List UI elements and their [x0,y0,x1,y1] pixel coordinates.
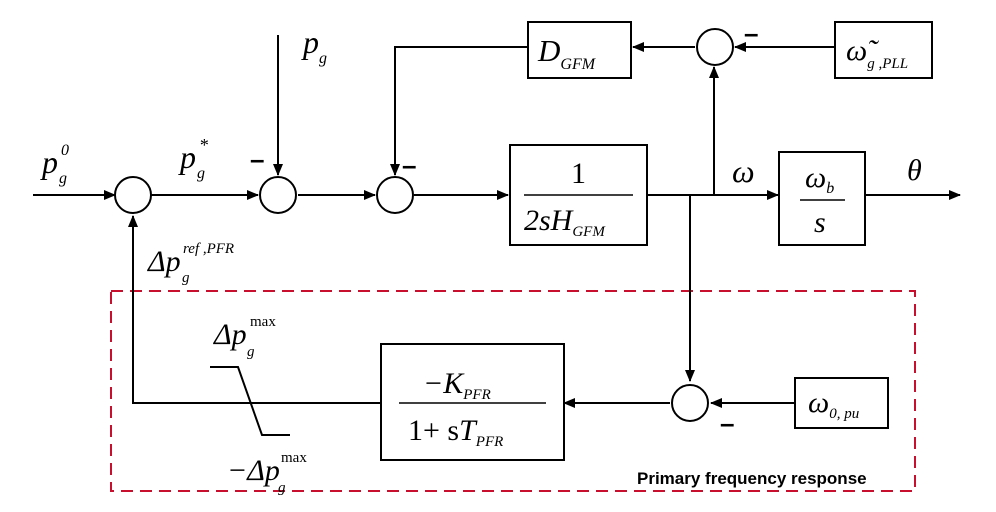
pfr-region-box [110,290,916,492]
sum-junction-2 [259,176,297,214]
pfr-droop-block [380,343,565,461]
svg-text:g: g [182,270,190,286]
svg-text:*: * [199,135,208,155]
integrator-numerator: ωb [805,161,834,197]
svg-text:g: g [59,170,67,187]
inertia-numerator: 1 [571,157,586,190]
minus-sign-pll: – [744,18,758,48]
svg-text:max: max [281,450,307,466]
dgfm-label: DGFM [537,33,597,73]
minus-sign-w0: – [720,408,734,438]
svg-text:g: g [197,165,205,182]
signal-dp-ref: Δp g ref ,PFR [147,241,234,286]
sum-junction-pfr [671,384,709,422]
w0-label: ω0, pu [808,386,859,422]
integrator-denominator: s [814,206,826,239]
pll-frequency-block [834,21,933,79]
w0-reference-block [794,377,889,429]
svg-text:ref ,PFR: ref ,PFR [183,241,234,257]
svg-text:p: p [40,144,58,180]
minus-sign-dgfm: – [402,150,416,180]
minus-sign-pg: – [250,144,264,174]
saturation-limiter-icon [210,366,290,436]
pfr-numerator: −KPFR [423,367,491,403]
inertia-denominator: 2sHGFM [524,204,606,240]
sum-junction-pll [696,28,734,66]
svg-text:g: g [319,50,327,67]
svg-text:p: p [178,139,196,175]
pfr-region-label: Primary frequency response [637,469,867,488]
signal-dp-min: −Δp g max [227,450,307,496]
sum-junction-1 [114,176,152,214]
svg-text:−Δp: −Δp [227,454,280,487]
dgfm-gain-block [527,21,632,79]
signal-pg: p g [301,24,327,67]
pfr-denominator: 1+ sTPFR [408,414,503,450]
integrator-block [778,151,866,246]
svg-text:Δp: Δp [213,318,247,351]
signal-pg-star: p g * [178,135,208,182]
signal-pg0: p g 0 [40,142,69,187]
svg-text:Δp: Δp [147,245,181,278]
svg-text:g: g [247,344,255,360]
wire-dgfm-feedback [390,46,528,176]
svg-text:max: max [250,314,276,330]
signal-dp-max: Δp g max [213,314,276,360]
signal-theta: θ [907,154,922,187]
wire-pfr-feedback [128,215,381,404]
svg-text:g: g [278,480,286,496]
signal-omega: ω [732,153,755,189]
svg-text:0: 0 [61,142,69,159]
svg-text:p: p [301,24,319,60]
sum-junction-3 [376,176,414,214]
